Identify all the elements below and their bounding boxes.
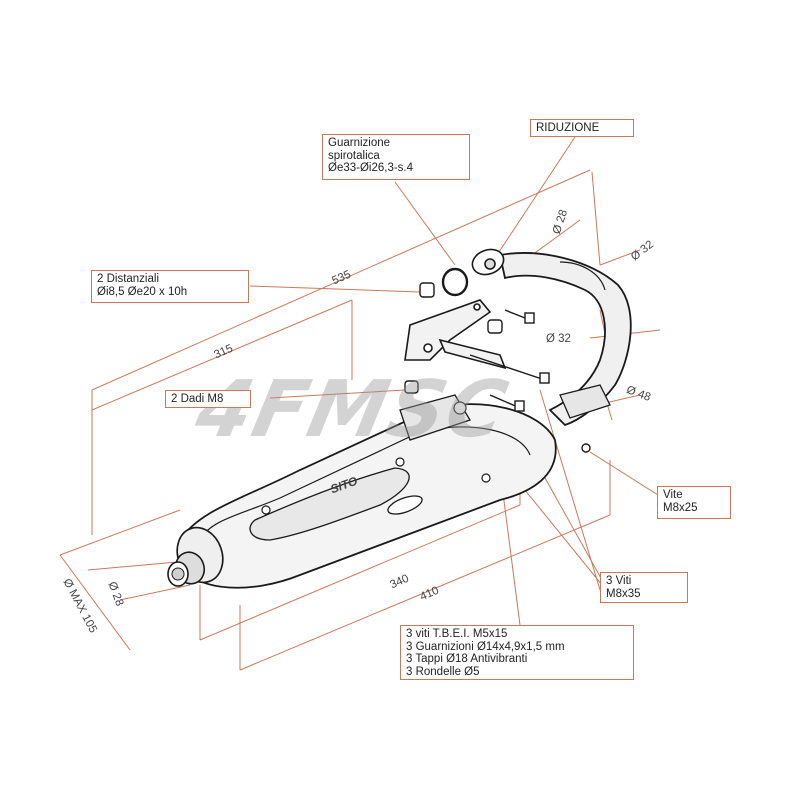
- dim-dia-32-mid: Ø 32: [546, 333, 571, 345]
- screw-callout: Vite M8x25: [657, 486, 731, 519]
- reduction-callout: RIDUZIONE: [530, 119, 634, 137]
- outlet-pipe: [167, 526, 224, 587]
- nuts-callout: 2 Dadi M8: [165, 390, 251, 408]
- screws3-callout: 3 Viti M8x35: [600, 572, 688, 603]
- spacers-callout: 2 Distanziali Øi8,5 Øe20 x 10h: [91, 270, 249, 303]
- hardware: [404, 282, 591, 453]
- bracket: [404, 299, 507, 370]
- header-pipe: [498, 252, 632, 427]
- silencer-body: [179, 394, 557, 589]
- dimension-lines: [59, 136, 661, 671]
- gasket-ring: [441, 267, 469, 297]
- watermark: 4FMSC: [188, 365, 517, 455]
- flange: [471, 248, 505, 276]
- gasket-callout: Guarnizione spirotalica Øe33-Øi26,3-s.4: [322, 134, 470, 180]
- body-rivets: [261, 401, 491, 515]
- kit-callout: 3 viti T.B.E.I. M5x15 3 Guarnizioni Ø14x…: [400, 625, 634, 680]
